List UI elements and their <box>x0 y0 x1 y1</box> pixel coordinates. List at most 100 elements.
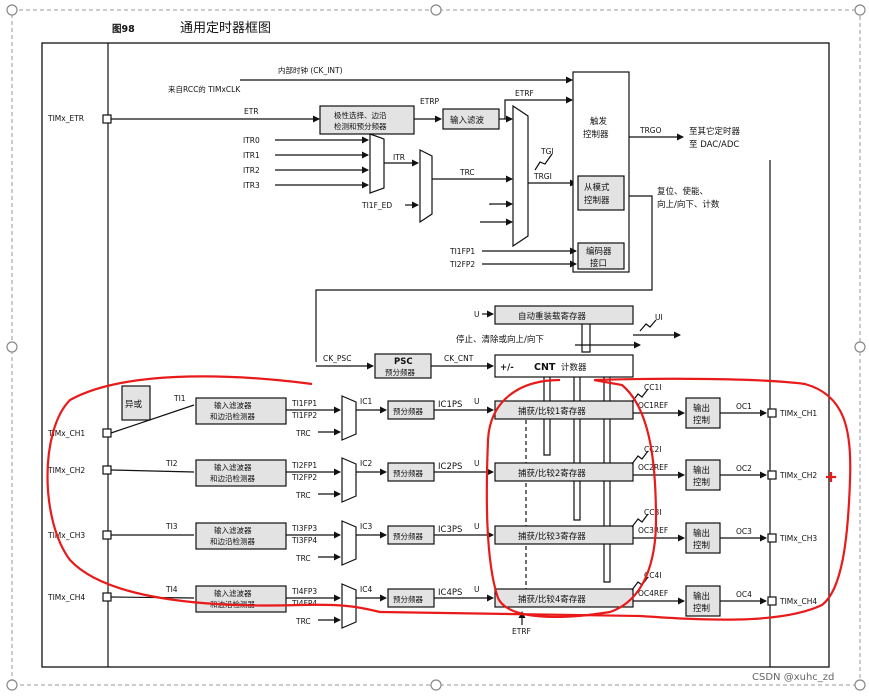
slave-out-line1: 复位、使能、 <box>657 186 708 197</box>
ch3-filter-line2: 和边沿检测器 <box>210 536 255 546</box>
ch2-output-line2: 控制 <box>693 477 710 488</box>
ch4-ccr-label: 捕获/比较4寄存器 <box>518 594 586 605</box>
ch2-filter-block <box>195 459 287 487</box>
ch2-cci-flash <box>631 450 649 465</box>
resize-handle-bottom[interactable] <box>430 679 442 691</box>
ch3-cci-flash <box>631 513 649 528</box>
resize-handle-right[interactable] <box>854 341 866 353</box>
ui-label: UI <box>655 313 663 322</box>
selection-frame[interactable] <box>11 9 861 686</box>
etrp-label: ETRP <box>420 97 440 106</box>
slave-mode-line1: 从模式 <box>584 182 610 193</box>
resize-handle-bottom-right[interactable] <box>854 679 866 691</box>
ch3-filter-line1: 输入滤波器 <box>214 525 252 535</box>
trgo-label: TRGO <box>639 126 662 135</box>
ch2-ti-wire <box>110 469 195 473</box>
ch3-cci-label: CC3I <box>644 508 661 517</box>
ch3-out-pin <box>767 533 777 543</box>
ch4-ocref-label: OC4REF <box>638 589 668 598</box>
stop-clear-label: 停止、清除或向上/向下 <box>456 334 544 345</box>
ch1-filter-line1: 输入滤波器 <box>214 400 252 410</box>
ch2-filter-line1: 输入滤波器 <box>214 462 252 472</box>
resize-handle-left[interactable] <box>6 341 18 353</box>
ch1-trc-label: TRC <box>295 429 311 438</box>
trgo-dest-line1: 至其它定时器 <box>689 126 741 137</box>
ch3-out-pin-label: TIMx_CH3 <box>779 534 817 543</box>
ck-cnt-label: CK_CNT <box>444 354 474 363</box>
ch1-output-line1: 输出 <box>693 403 710 414</box>
itr2-label: ITR2 <box>243 166 260 175</box>
ch3-oc-label: OC3 <box>736 527 752 536</box>
cnt-counter <box>494 354 634 378</box>
ch2-cci-label: CC2I <box>644 445 661 454</box>
etr-label: ETR <box>244 107 259 116</box>
slave-mode-line2: 控制器 <box>584 195 610 206</box>
etr-pin <box>102 114 112 124</box>
ch4-pin-label: TIMx_CH4 <box>47 593 85 602</box>
etrf-label: ETRF <box>515 89 534 98</box>
ch1-oc-label: OC1 <box>736 402 752 411</box>
ch3-pin <box>102 530 112 540</box>
ch2-ic-mux <box>341 457 357 503</box>
ch1-filter-line2: 和边沿检测器 <box>210 411 255 421</box>
ch4-filter-line1: 输入滤波器 <box>214 588 252 598</box>
ch1-u-label: U <box>474 397 480 406</box>
ck-int-label: 内部时钟 (CK_INT) <box>278 65 343 75</box>
ch3-fp-b-label: TI3FP4 <box>291 536 317 545</box>
ti1f-ed-label: TI1F_ED <box>361 201 392 210</box>
ch4-ti-label: TI4 <box>165 585 178 594</box>
ch3-ic-mux <box>341 520 357 566</box>
cnt-label: CNT <box>534 362 556 373</box>
resize-handle-top-right[interactable] <box>854 4 866 16</box>
trgo-dest-line2: 至 DAC/ADC <box>689 140 739 150</box>
ch3-filter-block <box>195 522 287 550</box>
slave-mode-controller <box>577 175 625 211</box>
encoder-line2: 接口 <box>590 258 607 269</box>
ch2-pin-label: TIMx_CH2 <box>47 466 85 475</box>
ck-psc-label: CK_PSC <box>323 354 351 363</box>
ch3-trc-label: TRC <box>295 554 311 563</box>
ch3-prescaler-label: 预分频器 <box>393 531 423 541</box>
ti1fp1-label: TI1FP1 <box>449 247 475 256</box>
ch3-ic-label: IC3 <box>360 522 372 531</box>
channel-rows: TIMx_CH1TI1输入滤波器和边沿检测器TI1FP1TI1FP2TRCIC1… <box>47 383 817 629</box>
red-annotation-channel-loop <box>46 375 641 618</box>
ch2-filter-line2: 和边沿检测器 <box>210 473 255 483</box>
resize-handle-top[interactable] <box>430 4 442 16</box>
psc-line2: 预分频器 <box>385 367 415 377</box>
itr-out-label: ITR <box>393 153 405 162</box>
outer-frame <box>41 42 830 668</box>
resize-handle-bottom-left[interactable] <box>6 679 18 691</box>
ch1-out-pin <box>767 408 777 418</box>
polarity-block <box>319 105 415 135</box>
trigger-controller-line1: 触发 <box>590 116 608 127</box>
ch4-cci-label: CC4I <box>644 571 661 580</box>
ch2-output-line1: 输出 <box>693 465 710 476</box>
ch2-out-pin-label: TIMx_CH2 <box>779 471 817 480</box>
ch1-cci-label: CC1I <box>644 383 661 392</box>
ch1-fp-a-label: TI1FP1 <box>291 399 317 408</box>
figure-number: 图98 <box>112 24 135 35</box>
trigger-controller <box>572 71 630 273</box>
ch3-ccr-label: 捕获/比较3寄存器 <box>518 531 586 542</box>
arr-to-cnt-arrow <box>581 324 591 353</box>
ch1-ccr-label: 捕获/比较1寄存器 <box>518 406 586 417</box>
encoder-interface <box>577 242 625 270</box>
itr-mux <box>369 133 385 194</box>
resize-handle-top-left[interactable] <box>6 4 18 16</box>
ch4-filter-block <box>195 585 287 613</box>
cnt-prefix: +/- <box>500 363 514 373</box>
ti1fp1-into-mux <box>489 200 513 208</box>
ch1-pin-label: TIMx_CH1 <box>47 429 85 438</box>
ch4-fp-a-label: TI4FP3 <box>291 587 317 596</box>
rcc-clock-label: 来自RCC的 TIMxCLK <box>168 84 241 94</box>
ch4-out-pin-label: TIMx_CH4 <box>779 597 817 606</box>
ch3-u-label: U <box>474 522 480 531</box>
trc-label: TRC <box>459 168 475 177</box>
itr3-label: ITR3 <box>243 181 260 190</box>
ch3-ocref-label: OC3REF <box>638 526 668 535</box>
ch4-output-line1: 输出 <box>693 591 710 602</box>
ch2-icps-label: IC2PS <box>438 462 462 472</box>
u-arr-label: U <box>474 310 480 319</box>
ch1-ic-label: IC1 <box>360 397 372 406</box>
